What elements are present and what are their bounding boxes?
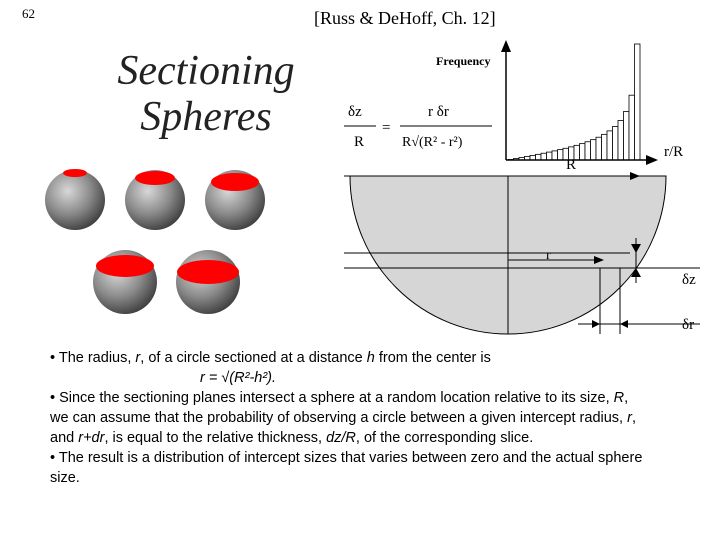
- eq-lhs-denominator: R: [354, 134, 364, 150]
- bullet-1: • The radius, r, of a circle sectioned a…: [50, 350, 491, 366]
- dz-arrow-bottom: [631, 268, 641, 277]
- histogram-bar: [606, 130, 613, 161]
- histogram-bar: [551, 150, 558, 161]
- sphere-1: [45, 169, 105, 230]
- r-over-R-label: r/R: [664, 144, 683, 160]
- histogram-bar: [601, 133, 608, 161]
- eq-rhs-numerator: r δr: [428, 104, 449, 120]
- sectioned-spheres-illustration: [45, 169, 265, 314]
- eq-equals: =: [382, 120, 390, 136]
- dz-arrow-top: [631, 244, 641, 253]
- dr-label: δr: [682, 317, 694, 333]
- radius-R-label: R: [566, 157, 576, 173]
- sphere-5: [176, 250, 240, 314]
- radius-formula: r = √(R²-h²).: [200, 370, 277, 386]
- citation: [Russ & DeHoff, Ch. 12]: [314, 8, 496, 28]
- dz-label: δz: [682, 272, 696, 288]
- histogram-bar: [540, 152, 547, 161]
- dr-arrow-left: [592, 320, 600, 328]
- eq-rhs-denominator: R√(R² - r²): [402, 135, 463, 150]
- histogram-bar: [628, 94, 635, 161]
- frequency-axis-arrow: [501, 40, 511, 52]
- r-arrow: [594, 256, 604, 264]
- histogram-bar: [590, 139, 597, 161]
- slide-title: Sectioning Spheres: [96, 48, 316, 140]
- histogram-bar: [617, 120, 624, 161]
- radius-arrow: [630, 172, 640, 180]
- frequency-label: Frequency: [436, 54, 490, 68]
- title-line-2: Spheres: [140, 94, 272, 140]
- histogram-bar: [535, 153, 542, 161]
- histogram-bar: [557, 149, 564, 161]
- r-over-R-axis-arrow: [646, 155, 658, 165]
- histogram-bar: [612, 126, 619, 161]
- histogram-bars: [507, 43, 641, 161]
- slide-number: 62: [22, 6, 35, 21]
- histogram-bar: [546, 151, 553, 161]
- sphere-3: [205, 170, 265, 230]
- sectioning-diagram: Frequency r/R δz R = r δr R√(R² - r²) R …: [344, 40, 700, 335]
- histogram-bar: [634, 43, 641, 161]
- histogram-bar: [595, 136, 602, 161]
- sphere-2: [125, 170, 185, 230]
- r-label: r: [546, 248, 551, 263]
- sphere-4: [93, 250, 157, 314]
- eq-lhs-numerator: δz: [348, 104, 362, 120]
- histogram-bar: [579, 143, 586, 161]
- bullet-2: • Since the sectioning planes intersect …: [50, 390, 636, 446]
- histogram-bar: [584, 141, 591, 161]
- title-line-1: Sectioning: [117, 48, 295, 94]
- bullet-3: • The result is a distribution of interc…: [50, 450, 643, 486]
- bullet-text: • The radius, r, of a circle sectioned a…: [50, 348, 650, 488]
- histogram-bar: [623, 111, 630, 161]
